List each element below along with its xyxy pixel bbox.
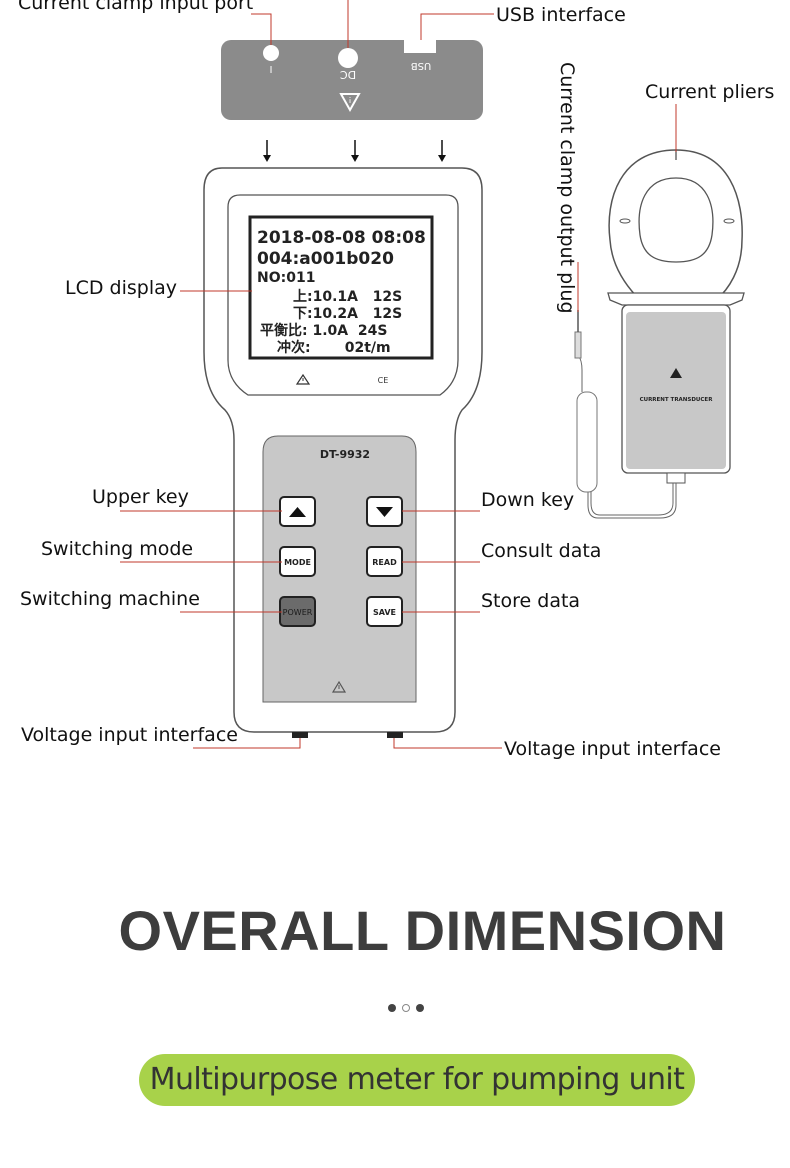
warning-icon	[331, 680, 347, 693]
label-current-clamp-input-port: Current clamp input port	[18, 0, 254, 14]
read-button[interactable]: READ	[366, 546, 403, 577]
lcd-line-1: 2018-08-08 08:08	[257, 228, 426, 248]
port-i-jack	[263, 45, 279, 61]
leader-lines	[120, 0, 677, 749]
label-down-key: Down key	[481, 489, 575, 511]
warning-icon	[670, 368, 682, 378]
section-title: OVERALL DIMENSION	[118, 899, 727, 962]
lcd-line-3: NO:011	[257, 270, 315, 286]
mode-button-label: MODE	[284, 558, 311, 567]
lcd-line-2: 004:a001b020	[257, 249, 394, 269]
label-voltage-input-left: Voltage input interface	[21, 724, 238, 746]
mode-button[interactable]: MODE	[279, 546, 316, 577]
model-label: DT-9932	[320, 448, 370, 461]
label-usb-interface: USB interface	[496, 4, 626, 26]
banner-text: Multipurpose meter for pumping unit	[149, 1062, 685, 1097]
port-dc-jack	[338, 48, 358, 68]
carousel-dot[interactable]	[416, 1004, 424, 1012]
lcd-screen: 2018-08-08 08:08 004:a001b020 NO:011 上:1…	[248, 215, 434, 360]
lcd-line-5: 下:10.2A 12S	[293, 306, 402, 322]
product-banner: Multipurpose meter for pumping unit	[139, 1054, 695, 1106]
warning-icon: !	[339, 93, 361, 113]
carousel-dot[interactable]	[388, 1004, 396, 1012]
voltage-jack-right	[387, 732, 403, 738]
carousel-dot-active[interactable]	[402, 1004, 410, 1012]
port-usb-slot	[404, 40, 436, 53]
label-voltage-input-right: Voltage input interface	[504, 738, 721, 760]
insert-arrows	[263, 140, 446, 162]
chevron-down-icon	[376, 507, 393, 517]
label-current-pliers: Current pliers	[645, 81, 775, 103]
port-usb-label: USB	[411, 60, 432, 71]
svg-text:!: !	[348, 95, 351, 104]
port-panel: I DC USB !	[221, 40, 483, 120]
lcd-line-6: 平衡比: 1.0A 24S	[260, 322, 387, 339]
carousel-dots	[386, 1004, 426, 1016]
warning-icon	[295, 373, 311, 385]
chevron-up-icon	[289, 507, 306, 517]
lcd-line-7: 冲次: 02t/m	[277, 339, 391, 356]
voltage-jack-left	[292, 732, 308, 738]
down-key-button[interactable]	[366, 496, 403, 527]
clamp-cable	[574, 310, 677, 519]
port-i-label: I	[270, 63, 273, 74]
power-button-label: POWER	[283, 608, 313, 617]
clamp-marking: CURRENT TRANSDUCER	[640, 397, 714, 403]
label-switching-mode: Switching mode	[41, 538, 194, 560]
ce-mark: CE	[378, 376, 389, 385]
label-store-data: Store data	[481, 590, 581, 612]
label-upper-key: Upper key	[92, 486, 189, 508]
power-button[interactable]: POWER	[279, 596, 316, 627]
label-consult-data: Consult data	[481, 540, 602, 562]
label-lcd-display: LCD display	[65, 277, 177, 299]
lcd-line-4: 上:10.1A 12S	[293, 289, 402, 305]
upper-key-button[interactable]	[279, 496, 316, 527]
label-current-clamp-output-plug: Current clamp output plug	[556, 62, 578, 314]
current-clamp: CURRENT TRANSDUCER	[607, 149, 745, 484]
label-switching-machine: Switching machine	[20, 588, 200, 610]
save-button-label: SAVE	[373, 608, 396, 617]
save-button[interactable]: SAVE	[366, 596, 403, 627]
read-button-label: READ	[372, 558, 397, 567]
port-dc-label: DC	[340, 68, 356, 81]
